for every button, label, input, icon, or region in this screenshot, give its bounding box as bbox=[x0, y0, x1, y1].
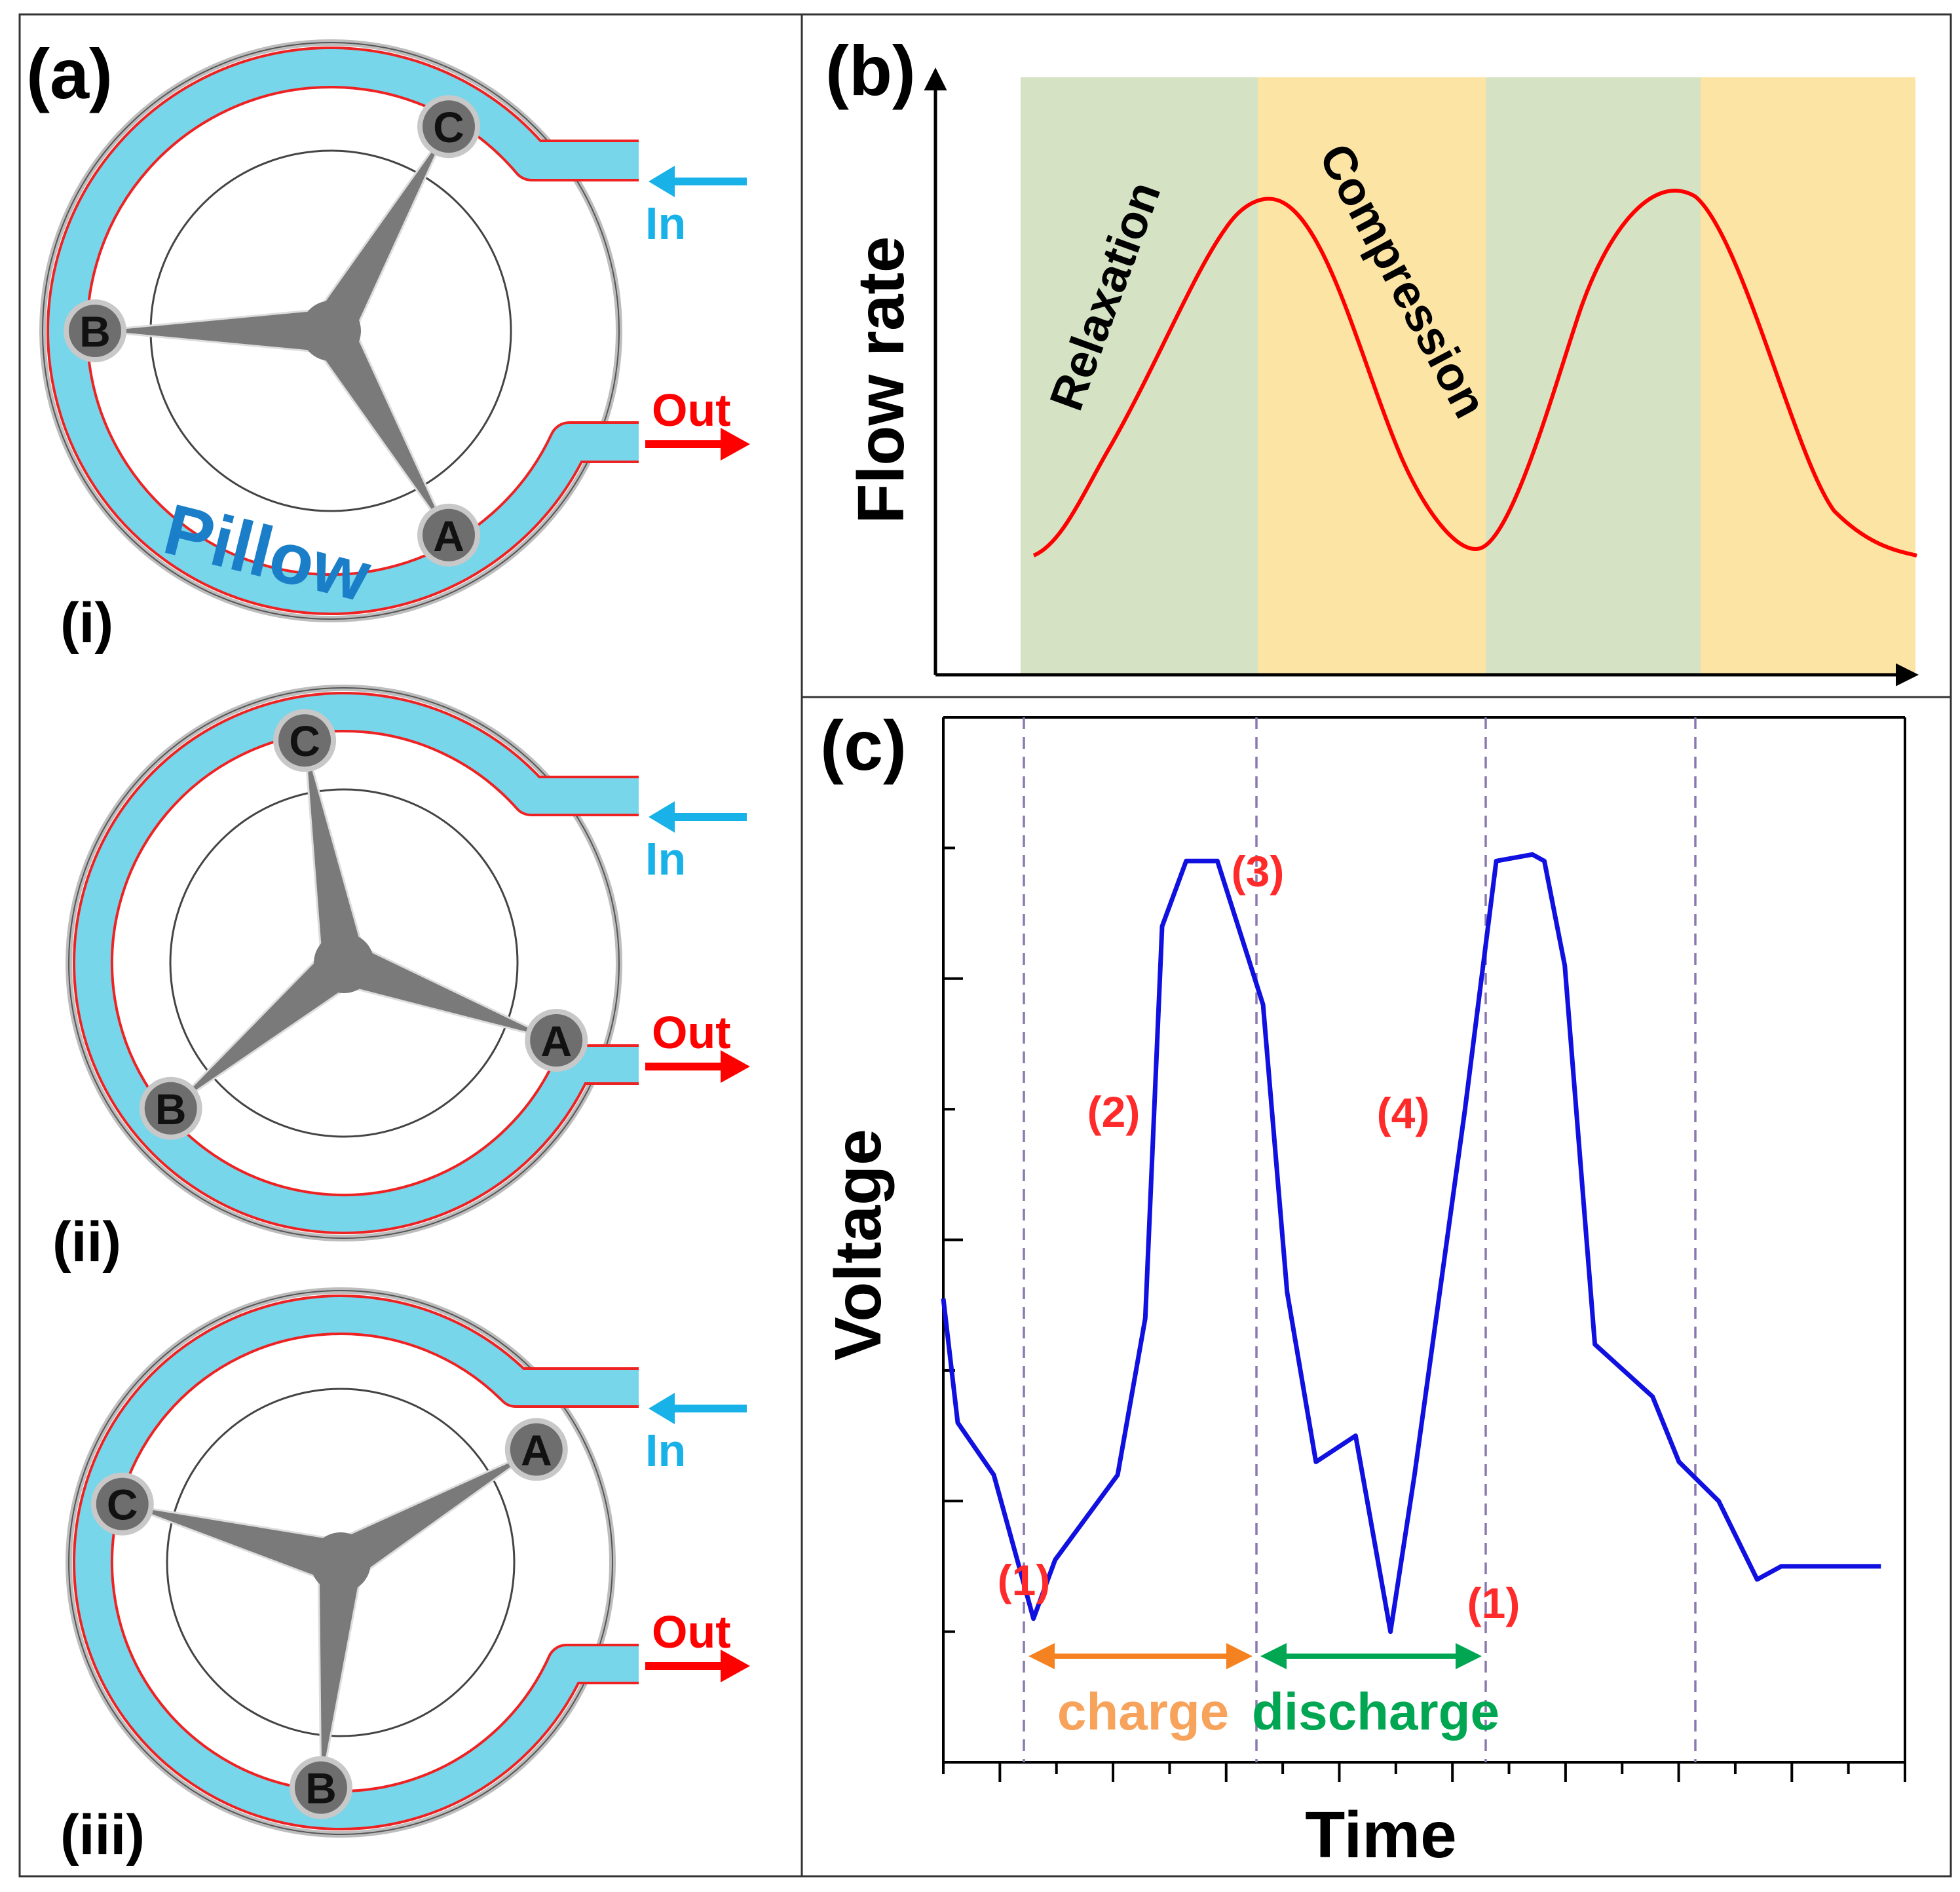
charge-label: charge bbox=[1057, 1682, 1229, 1741]
panel-c-label: (c) bbox=[820, 706, 907, 785]
outlet-label: Out bbox=[652, 385, 731, 436]
voltage-ticks bbox=[942, 846, 1906, 1782]
voltage-series bbox=[941, 852, 1881, 1635]
marker-1-left: (1) bbox=[998, 1556, 1051, 1604]
band-relaxation-1 bbox=[1021, 77, 1258, 673]
marker-1-right: (1) bbox=[1467, 1579, 1520, 1627]
panel-b-label: (b) bbox=[825, 31, 916, 110]
inlet-label: In bbox=[645, 198, 686, 249]
hub-center bbox=[314, 933, 374, 993]
panel-a-label: (a) bbox=[26, 34, 113, 113]
roller-label: C bbox=[433, 103, 464, 151]
roller-label: A bbox=[540, 1017, 572, 1065]
inlet-arrow bbox=[649, 166, 747, 197]
roller-b bbox=[289, 1756, 352, 1819]
roller-label: B bbox=[305, 1764, 337, 1813]
voltage-plot-frame bbox=[942, 716, 1906, 1764]
band-relaxation-2 bbox=[1486, 77, 1701, 673]
inlet-arrow bbox=[649, 801, 747, 833]
inlet-label: In bbox=[645, 833, 686, 884]
panel-b: (b) Flow rate Relaxation Compression bbox=[825, 31, 1919, 687]
roller-c bbox=[417, 95, 480, 159]
hub-arm bbox=[303, 740, 368, 968]
inlet-label: In bbox=[645, 1425, 686, 1476]
tube bbox=[49, 49, 639, 613]
roller-a bbox=[525, 1008, 588, 1072]
flow-rate-ylabel: Flow rate bbox=[844, 236, 918, 524]
rotor-circle bbox=[169, 788, 519, 1138]
step-label-ii: (ii) bbox=[52, 1211, 121, 1274]
roller-b bbox=[139, 1076, 202, 1140]
inlet-arrow bbox=[649, 1393, 747, 1424]
pump-housing-edge bbox=[68, 687, 620, 1239]
outlet-arrow bbox=[645, 1650, 750, 1682]
roller-label: C bbox=[289, 717, 320, 765]
outlet-label: Out bbox=[652, 1606, 731, 1657]
tube bbox=[75, 1297, 639, 1828]
tube bbox=[75, 694, 639, 1232]
pump-housing-edge bbox=[42, 42, 620, 620]
roller-label: C bbox=[107, 1481, 138, 1529]
roller-c bbox=[90, 1472, 154, 1536]
roller-c bbox=[273, 709, 337, 772]
marker-2: (2) bbox=[1087, 1088, 1140, 1136]
outlet-arrow bbox=[645, 1050, 750, 1083]
step-label-i: (i) bbox=[60, 592, 113, 654]
pump-housing-edge bbox=[68, 1290, 613, 1835]
figure-border bbox=[18, 13, 1952, 1878]
marker-3: (3) bbox=[1232, 847, 1285, 896]
hub-arm bbox=[317, 1559, 364, 1788]
time-xlabel: Time bbox=[1305, 1798, 1457, 1872]
roller-label: A bbox=[433, 512, 464, 560]
phase-vlines bbox=[1023, 717, 1697, 1762]
outlet-label: Out bbox=[652, 1007, 731, 1058]
hub-center bbox=[301, 301, 361, 361]
rotor-circle bbox=[166, 1388, 516, 1737]
marker-4: (4) bbox=[1377, 1089, 1430, 1137]
step-label-iii: (iii) bbox=[60, 1804, 145, 1866]
band-compression-2 bbox=[1701, 77, 1915, 673]
roller-a bbox=[417, 503, 480, 567]
roller-label: B bbox=[155, 1085, 187, 1133]
outlet-arrow bbox=[645, 428, 750, 461]
discharge-label: discharge bbox=[1252, 1682, 1499, 1741]
hub-arm bbox=[94, 307, 332, 354]
voltage-ylabel: Voltage bbox=[821, 1129, 895, 1361]
roller-b bbox=[64, 299, 126, 362]
panel-c: (c) (1) (2) (3) (4) (1) charge discharge… bbox=[820, 706, 1906, 1872]
roller-label: B bbox=[79, 307, 111, 356]
roller-a bbox=[504, 1418, 568, 1481]
roller-label: A bbox=[521, 1426, 552, 1475]
hub-center bbox=[311, 1532, 371, 1593]
flow-rate-curve bbox=[1032, 189, 1917, 558]
